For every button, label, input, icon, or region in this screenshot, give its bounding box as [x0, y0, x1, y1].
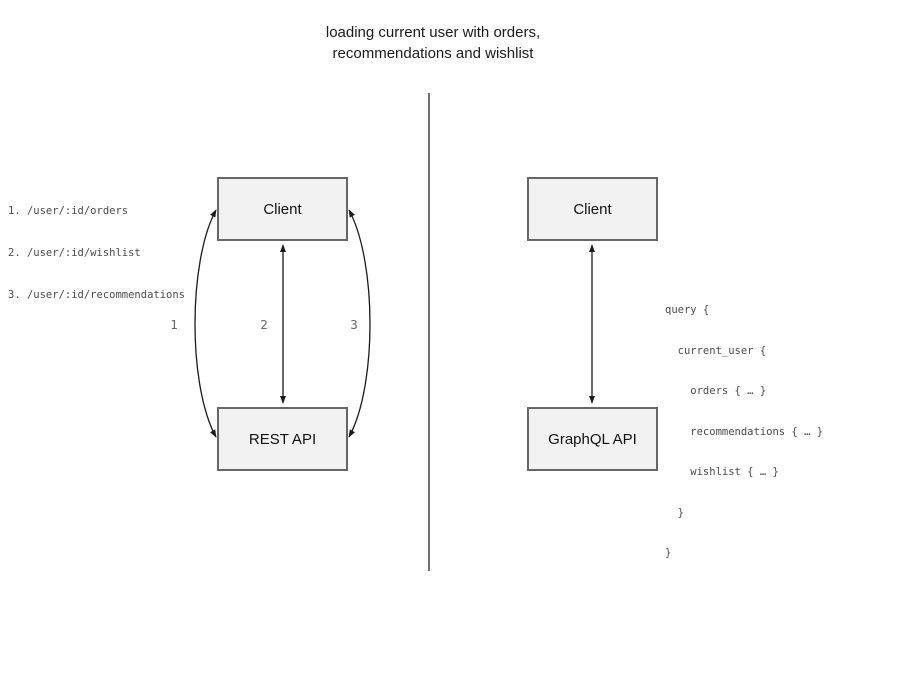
graphql-client-label: Client: [573, 200, 612, 218]
rest-client-label: Client: [263, 200, 302, 218]
rest-endpoint-wishlist: 2. /user/:id/wishlist: [8, 247, 141, 259]
rest-endpoint-list: 1. /user/:id/orders 2. /user/:id/wishlis…: [8, 176, 185, 330]
rest-endpoint-recommendations: 3. /user/:id/recommendations: [8, 289, 186, 301]
query-line: orders { … }: [665, 385, 767, 397]
diagram-title: loading current user with orders, recomm…: [0, 22, 866, 64]
query-line: wishlist { … }: [665, 466, 779, 478]
query-line: current_user {: [665, 344, 767, 357]
query-line: }: [665, 506, 684, 519]
query-line: }: [665, 547, 672, 559]
diagram-title-line1: loading current user with orders,: [325, 24, 541, 41]
rest-api-label: REST API: [248, 430, 317, 448]
graphql-query-snippet: query { current_user { orders { … } reco…: [665, 277, 823, 588]
query-line: query {: [665, 304, 710, 316]
graphql-client-box: Client: [527, 177, 658, 241]
rest-endpoint-orders: 1. /user/:id/orders: [8, 205, 129, 217]
rest-client-box: Client: [217, 177, 348, 241]
rest-curved-arrow-1: [194, 209, 217, 438]
graphql-api-label: GraphQL API: [548, 430, 637, 448]
diagram-title-line2: recommendations and wishlist: [332, 45, 534, 62]
rest-arrow-label-2: 2: [260, 317, 268, 332]
graphql-api-box: GraphQL API: [527, 407, 658, 471]
rest-api-box: REST API: [217, 407, 348, 471]
query-line: recommendations { … }: [665, 425, 824, 438]
panel-divider-line: [428, 93, 430, 571]
rest-arrow-label-1: 1: [170, 317, 178, 332]
rest-arrow-label-3: 3: [350, 317, 358, 332]
